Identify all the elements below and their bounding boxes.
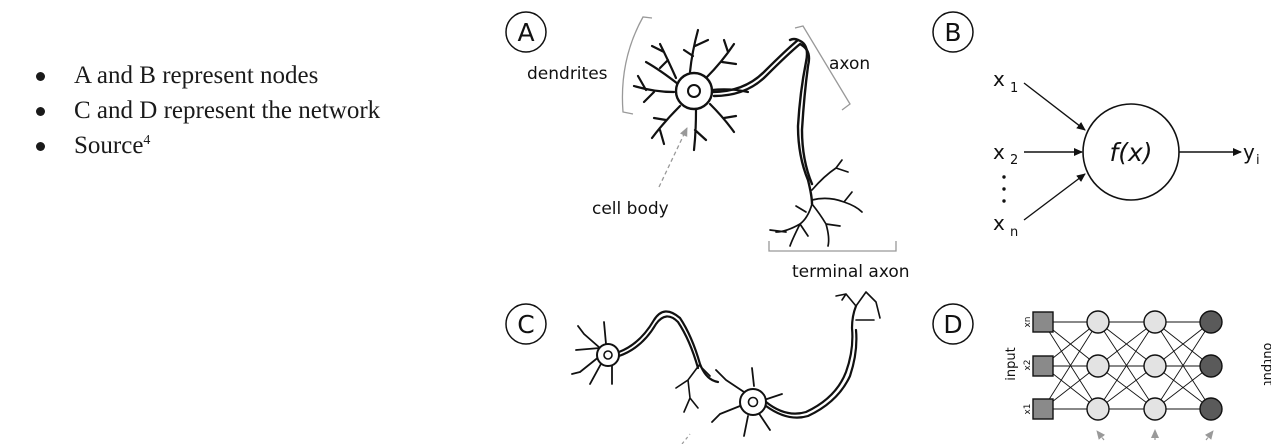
input-node <box>1033 312 1053 332</box>
input-xn-subscript: n <box>1010 225 1018 240</box>
neuron-network-illustration <box>572 292 880 436</box>
panel-a: A dendrites axon terminal axon cell body <box>506 12 910 282</box>
synapse-pointer <box>682 434 690 444</box>
hidden-node <box>1144 311 1166 333</box>
output-y-label: y <box>1243 140 1255 164</box>
output-node <box>1200 311 1222 333</box>
hidden-layer-pointer <box>1097 431 1104 440</box>
input-xn-edge <box>1024 174 1085 220</box>
terminal-axon-label: terminal axon <box>792 262 910 282</box>
hidden-node <box>1087 311 1109 333</box>
panel-d: D input output output xn x2 x1 <box>933 304 1271 440</box>
output-layer-label: output <box>1260 343 1271 386</box>
input-node <box>1033 399 1053 419</box>
panel-b: B x 1 x 2 x n f(x) y i <box>933 12 1260 240</box>
output-node <box>1200 355 1222 377</box>
ellipsis-dot <box>1002 187 1005 190</box>
input-xn-label: x <box>993 211 1005 235</box>
hidden-node <box>1087 355 1109 377</box>
input-x1-label: x1 <box>1023 403 1033 414</box>
input-x1-label: x <box>993 67 1005 91</box>
hidden-layer-pointer <box>1206 431 1213 440</box>
activation-function-label: f(x) <box>1109 138 1152 167</box>
input-node <box>1033 356 1053 376</box>
input-x2-label: x <box>993 140 1005 164</box>
cell-body-pointer <box>659 128 687 187</box>
panel-c: C <box>506 292 880 444</box>
input-x1-edge <box>1024 83 1085 130</box>
hidden-node <box>1144 355 1166 377</box>
axon-label: axon <box>829 54 870 74</box>
input-x2-subscript: 2 <box>1010 153 1018 168</box>
hidden-node <box>1144 398 1166 420</box>
terminal-axon-bracket <box>769 241 896 251</box>
input-layer-label: input <box>1004 347 1019 380</box>
ellipsis-dot <box>1002 175 1005 178</box>
network-connections <box>1043 322 1211 409</box>
input-x1-subscript: 1 <box>1010 81 1018 96</box>
network-nodes <box>1033 311 1222 420</box>
output-node <box>1200 398 1222 420</box>
input-xn-label: xn <box>1023 316 1033 327</box>
panel-d-letter: D <box>943 310 962 339</box>
panel-b-letter: B <box>944 18 961 47</box>
cell-body-label: cell body <box>592 199 669 219</box>
panel-c-letter: C <box>517 310 534 339</box>
output-y-subscript: i <box>1256 153 1260 168</box>
input-x2-label: x2 <box>1023 359 1033 370</box>
hidden-node <box>1087 398 1109 420</box>
dendrites-label: dendrites <box>527 64 608 84</box>
ellipsis-dot <box>1002 199 1005 202</box>
panel-a-letter: A <box>517 18 534 47</box>
